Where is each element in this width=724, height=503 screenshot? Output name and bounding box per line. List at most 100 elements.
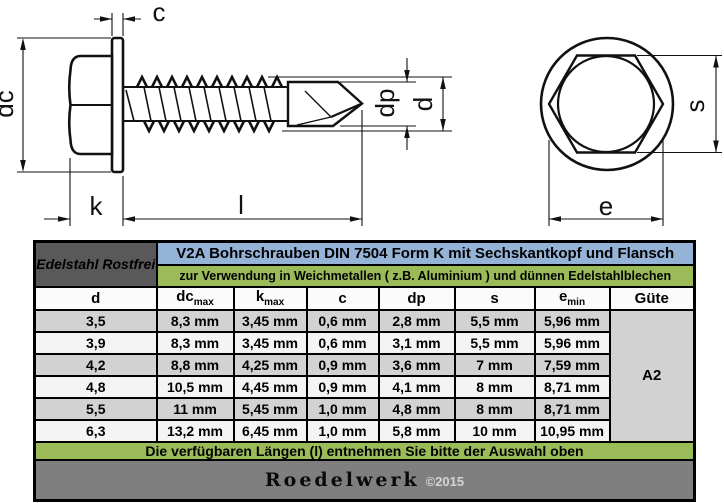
inscribed-circle xyxy=(556,54,656,154)
spec-cell: 5,96 mm xyxy=(533,308,611,333)
spec-cell: 5,5 mm xyxy=(453,330,536,355)
dimension-labels: c dc k l dp d s e xyxy=(0,0,710,221)
brand-cell: Edelstahl Rostfrei xyxy=(33,240,158,288)
col-label: dc xyxy=(176,288,194,306)
guete-value-cell: A2 xyxy=(608,308,696,443)
col-header-guete: Güte xyxy=(608,285,696,311)
spec-cell: 1,0 mm xyxy=(305,396,380,421)
col-label: dp xyxy=(407,289,426,307)
col-label: Güte xyxy=(634,289,669,307)
drill-flute-lines-2 xyxy=(296,90,332,126)
side-view xyxy=(67,36,364,174)
col-label: e xyxy=(558,288,568,306)
thread-helix-lines xyxy=(125,86,272,122)
dim-label-dp: dp xyxy=(370,89,400,118)
spec-cell: 8 mm xyxy=(453,374,536,399)
spec-cell: 5,8 mm xyxy=(377,418,456,443)
table-title: V2A Bohrschrauben DIN 7504 Form K mit Se… xyxy=(155,240,696,266)
spec-cell: 6,3 xyxy=(33,418,158,443)
spec-cell: 8,8 mm xyxy=(155,352,235,377)
top-view xyxy=(539,36,675,172)
brand-logo-text: Roedelwerk xyxy=(264,468,420,491)
col-subscript: max xyxy=(193,297,214,308)
dim-label-l: l xyxy=(238,190,244,220)
table-row: 4,8 10,5 mm 4,45 mm 0,9 mm 4,1 mm 8 mm 8… xyxy=(33,374,695,399)
length-note: Die verfügbaren Längen (l) entnehmen Sie… xyxy=(33,440,696,461)
col-subscript: min xyxy=(567,297,586,308)
spec-cell: 0,9 mm xyxy=(305,352,380,377)
spec-cell: 10,95 mm xyxy=(533,418,611,443)
spec-table: Edelstahl Rostfrei V2A Bohrschrauben DIN… xyxy=(33,240,696,502)
col-header-d: d xyxy=(33,285,158,311)
drill-point-outline xyxy=(286,80,364,128)
spec-cell: 13,2 mm xyxy=(155,418,235,443)
dim-label-k: k xyxy=(90,191,104,221)
side-view-dimensions xyxy=(17,13,452,226)
table-row: 3,5 8,3 mm 3,45 mm 0,6 mm 2,8 mm 5,5 mm … xyxy=(33,308,696,443)
spec-cell: 4,1 mm xyxy=(377,374,456,399)
drill-flute-lines xyxy=(330,102,363,119)
spec-cell: 8,3 mm xyxy=(155,330,235,355)
col-header-c: c xyxy=(305,285,380,311)
spec-cell: 4,8 mm xyxy=(377,396,456,421)
col-label: s xyxy=(490,289,499,307)
spec-cell: 5,96 mm xyxy=(533,330,611,355)
col-label: d xyxy=(91,289,101,307)
spec-cell: 3,9 xyxy=(33,330,158,355)
spec-cell: 4,2 xyxy=(33,352,158,377)
spec-cell: 0,6 mm xyxy=(305,330,380,355)
top-view-dimensions xyxy=(548,54,722,226)
screw-drawing-svg: c dc k l dp d s e xyxy=(0,0,722,226)
copyright-text: ©2015 xyxy=(425,473,465,489)
title-row: Edelstahl Rostfrei V2A Bohrschrauben DIN… xyxy=(33,240,696,288)
spec-cell: 7,59 mm xyxy=(533,352,611,377)
spec-cell: 6,45 mm xyxy=(232,418,308,443)
dim-label-s: s xyxy=(680,100,710,113)
dim-label-dc: dc xyxy=(0,90,19,117)
spec-cell: 3,45 mm xyxy=(232,308,308,333)
spec-cell: 5,5 xyxy=(33,396,158,421)
spec-cell: 7 mm xyxy=(453,352,536,377)
spec-cell: 3,45 mm xyxy=(232,330,308,355)
spec-cell: 3,6 mm xyxy=(377,352,456,377)
table-row: 5,5 11 mm 5,45 mm 1,0 mm 4,8 mm 8 mm 8,7… xyxy=(33,396,695,421)
spec-cell: 3,1 mm xyxy=(377,330,456,355)
spec-cell: 10,5 mm xyxy=(155,374,235,399)
footer-cell: Roedelwerk ©2015 xyxy=(33,458,696,502)
col-header-s: s xyxy=(453,285,536,311)
spec-cell: 8,3 mm xyxy=(155,308,235,333)
thread-crests-top xyxy=(135,74,284,88)
col-header-dp: dp xyxy=(377,285,456,311)
spec-cell: 4,45 mm xyxy=(232,374,308,399)
spec-cell: 5,45 mm xyxy=(232,396,308,421)
spec-cell: 4,25 mm xyxy=(232,352,308,377)
spec-cell: 5,5 mm xyxy=(453,308,536,333)
dim-label-c: c xyxy=(153,0,166,27)
column-header-row: d dcmax kmax c dp s emin Güte xyxy=(33,285,696,311)
hexagon-outline xyxy=(547,54,665,154)
thread-crests-bottom xyxy=(142,120,276,134)
spec-cell: 4,8 xyxy=(33,374,158,399)
dim-label-d: d xyxy=(408,97,438,111)
spec-cell: 1,0 mm xyxy=(305,418,380,443)
spec-cell: 8,71 mm xyxy=(533,374,611,399)
table-row: 6,3 13,2 mm 6,45 mm 1,0 mm 5,8 mm 10 mm … xyxy=(33,418,695,443)
col-subscript: max xyxy=(264,297,285,308)
table-row: 3,9 8,3 mm 3,45 mm 0,6 mm 3,1 mm 5,5 mm … xyxy=(33,330,695,355)
subtitle-row: zur Verwendung in Weichmetallen ( z.B. A… xyxy=(35,263,696,288)
col-header-e-min: emin xyxy=(533,285,611,311)
technical-drawing: c dc k l dp d s e xyxy=(0,0,724,238)
spec-cell: 10 mm xyxy=(453,418,536,443)
col-header-dc-max: dcmax xyxy=(155,285,235,311)
col-header-k-max: kmax xyxy=(232,285,308,311)
spec-cell: 0,6 mm xyxy=(305,308,380,333)
spec-cell: 2,8 mm xyxy=(377,308,456,333)
col-label: c xyxy=(338,289,347,307)
spec-cell: 3,5 xyxy=(33,308,158,333)
spec-cell: 11 mm xyxy=(155,396,235,421)
table-subtitle: zur Verwendung in Weichmetallen ( z.B. A… xyxy=(155,263,696,288)
note-row: Die verfügbaren Längen (l) entnehmen Sie… xyxy=(33,440,696,461)
spec-cell: 8,71 mm xyxy=(533,396,611,421)
dim-label-e: e xyxy=(599,191,613,221)
